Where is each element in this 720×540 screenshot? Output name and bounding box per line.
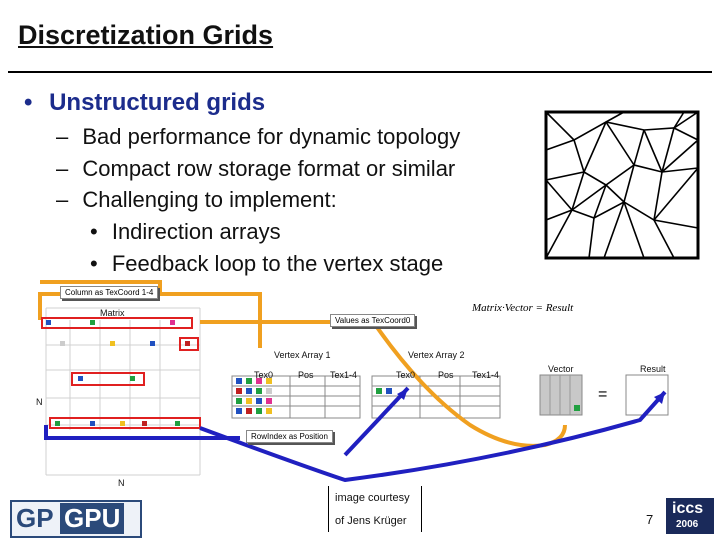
credit-box: image courtesy of Jens Krüger — [328, 486, 422, 532]
va1-col-tex0: Tex0 — [254, 370, 274, 380]
title-divider — [8, 71, 712, 73]
sub-bullet-text: Compact row storage format or similar — [82, 156, 456, 181]
sub-bullet: – Bad performance for dynamic topology — [56, 124, 460, 150]
credit-line-1: image courtesy — [335, 492, 410, 504]
slide-title: Discretization Grids — [18, 20, 274, 50]
n-left-label: N — [36, 397, 43, 407]
gpgpu-logo-gpu: GPU — [60, 503, 125, 534]
va1-col-pos: Pos — [298, 370, 314, 380]
equals-sign: = — [598, 386, 608, 403]
row-index-label: RowIndex as Position — [246, 430, 333, 443]
values-texcoord-label: Values as TexCoord0 — [330, 314, 416, 327]
va1-col-tex1-4: Tex1-4 — [330, 370, 358, 380]
credit-line-2: of Jens Krüger — [335, 515, 407, 527]
unstructured-mesh-image — [544, 110, 700, 260]
vector-label: Vector — [548, 364, 574, 374]
vertex-array-2-label: Vertex Array 2 — [408, 350, 465, 360]
dash: – — [56, 124, 69, 149]
bullet-main: • Unstructured grids — [24, 89, 265, 117]
bullet-main-text: Unstructured grids — [49, 89, 266, 116]
iccs-logo: iccs 2006 — [666, 498, 714, 534]
iccs-logo-year: 2006 — [676, 519, 699, 530]
sub-bullet: – Compact row storage format or similar — [56, 156, 455, 182]
n-bottom-label: N — [118, 478, 125, 488]
result-label: Result — [640, 364, 666, 374]
dot: • — [90, 219, 98, 244]
va2-col-tex0: Tex0 — [396, 370, 416, 380]
vertex-array-1-label: Vertex Array 1 — [274, 350, 331, 360]
gpgpu-logo: GP GPU — [10, 500, 142, 538]
va2-col-pos: Pos — [438, 370, 454, 380]
va2-col-tex1-4: Tex1-4 — [472, 370, 500, 380]
column-texcoord-label: Column as TexCoord 1-4 — [60, 286, 159, 299]
sub-sub-bullet: • Indirection arrays — [90, 219, 281, 245]
dot: • — [90, 251, 98, 276]
sub-sub-bullet: • Feedback loop to the vertex stage — [90, 251, 443, 277]
sub-sub-bullet-text: Indirection arrays — [111, 219, 281, 244]
bullet-dot: • — [24, 89, 33, 116]
iccs-logo-text: iccs — [672, 500, 704, 517]
sub-bullet-text: Bad performance for dynamic topology — [82, 124, 461, 149]
matrix-label: Matrix — [100, 308, 125, 318]
gpgpu-logo-gp: GP — [16, 503, 54, 533]
sub-bullet-text: Challenging to implement: — [82, 187, 337, 212]
dash: – — [56, 187, 69, 212]
gpgpu-diagram — [38, 280, 669, 483]
sub-bullet: – Challenging to implement: — [56, 187, 337, 213]
equation-label: Matrix·Vector = Result — [472, 302, 574, 314]
dash: – — [56, 156, 69, 181]
sub-sub-bullet-text: Feedback loop to the vertex stage — [111, 251, 444, 276]
page-number: 7 — [646, 512, 654, 527]
